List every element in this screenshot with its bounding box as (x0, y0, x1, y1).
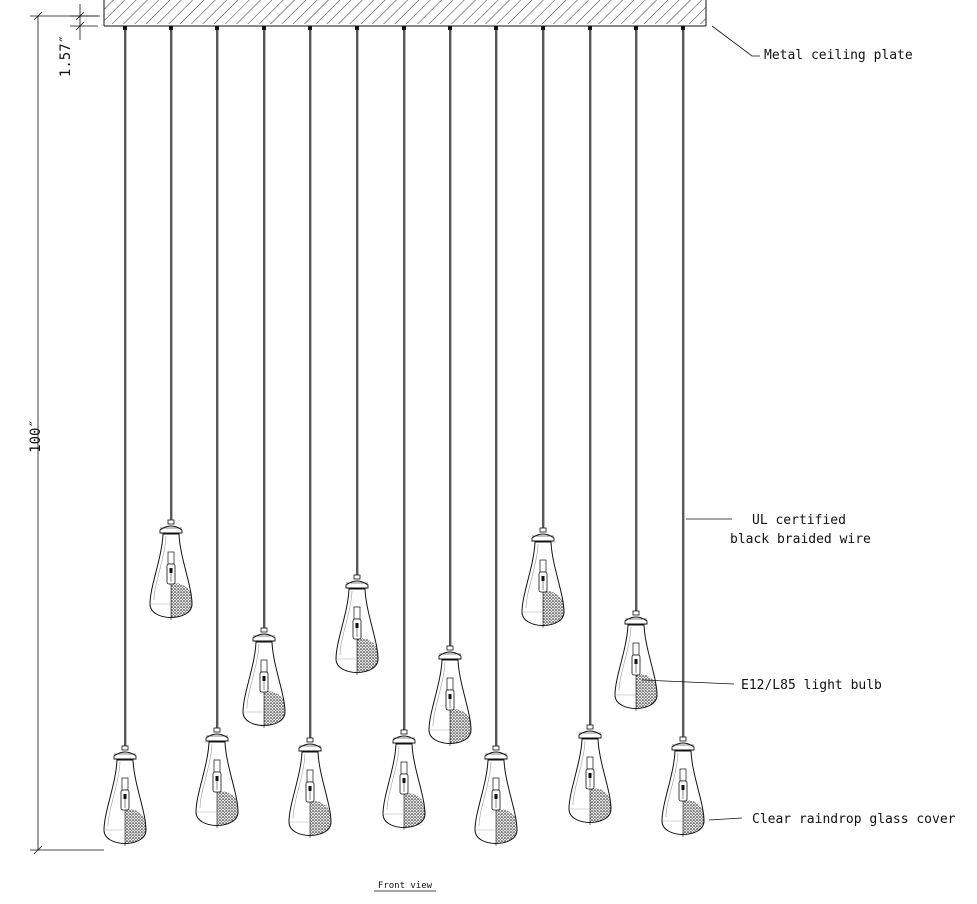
canopy (113, 751, 137, 760)
pendant (149, 26, 193, 620)
raindrop-glass (242, 641, 286, 726)
canopy (392, 735, 416, 744)
light-bulb (585, 756, 595, 790)
light-bulb (399, 761, 409, 795)
canopy (624, 616, 648, 625)
socket-cap (400, 729, 408, 735)
socket-cap (492, 745, 500, 751)
canopy (484, 751, 508, 760)
pendant (474, 26, 518, 846)
socket-cap (539, 527, 547, 533)
wire-label-line1: UL certified (752, 513, 846, 528)
canopy (298, 743, 322, 752)
pendant-group (103, 26, 705, 846)
socket-cap (632, 610, 640, 616)
pendant (195, 26, 239, 828)
light-bulb (305, 769, 315, 803)
light-bulb (631, 642, 641, 676)
pendant (335, 26, 379, 675)
plate-height-dimension: 1.57″ (58, 4, 98, 77)
bulb-callout: E12/L85 light bulb (641, 678, 882, 693)
light-bulb (259, 659, 269, 693)
light-bulb (166, 551, 176, 585)
canopy (438, 651, 462, 660)
raindrop-glass (382, 743, 426, 828)
raindrop-glass (195, 741, 239, 826)
canopy (252, 633, 276, 642)
ceiling-plate-label: Metal ceiling plate (764, 48, 913, 63)
ceiling-plate-callout: Metal ceiling plate (711, 25, 913, 63)
hanging-point (494, 26, 498, 30)
pendant (521, 26, 565, 628)
canopy (345, 580, 369, 589)
socket-cap (167, 519, 175, 525)
wire-callout: UL certified black braided wire (686, 513, 871, 547)
pendant (428, 26, 472, 746)
hanging-point (262, 26, 266, 30)
socket-cap (306, 737, 314, 743)
bulb-label: E12/L85 light bulb (741, 678, 882, 693)
hanging-point (402, 26, 406, 30)
pendant (568, 26, 612, 825)
raindrop-glass (614, 624, 658, 709)
socket-cap (586, 724, 594, 730)
light-bulb (538, 559, 548, 593)
light-bulb (678, 768, 688, 802)
canopy (531, 533, 555, 542)
socket-cap (446, 645, 454, 651)
raindrop-glass (103, 759, 147, 844)
total-drop-label: 100″ (28, 419, 44, 453)
hanging-point (123, 26, 127, 30)
light-bulb (352, 606, 362, 640)
raindrop-glass (149, 533, 193, 618)
raindrop-glass (288, 751, 332, 836)
raindrop-glass (335, 588, 379, 673)
canopy (578, 730, 602, 739)
pendant (288, 26, 332, 838)
view-caption: Front view (374, 881, 436, 892)
ceiling-plate (103, 0, 707, 27)
canopy (671, 742, 695, 751)
hanging-point (355, 26, 359, 30)
hanging-point (541, 26, 545, 30)
pendant (661, 26, 705, 837)
hanging-point (588, 26, 592, 30)
light-bulb (120, 777, 130, 811)
raindrop-glass (661, 750, 705, 835)
glass-label: Clear raindrop glass cover (752, 812, 956, 827)
socket-cap (353, 574, 361, 580)
total-drop-dimension: 100″ (28, 11, 104, 855)
light-bulb (445, 677, 455, 711)
hanging-point (448, 26, 452, 30)
caption-text: Front view (378, 881, 433, 891)
raindrop-glass (521, 541, 565, 626)
socket-cap (121, 745, 129, 751)
pendant (242, 26, 286, 728)
pendant (382, 26, 426, 830)
pendant (103, 26, 147, 846)
hanging-point (634, 26, 638, 30)
socket-cap (213, 727, 221, 733)
light-bulb (491, 777, 501, 811)
hanging-point (215, 26, 219, 30)
socket-cap (679, 736, 687, 742)
glass-callout: Clear raindrop glass cover (708, 812, 956, 827)
raindrop-glass (428, 659, 472, 744)
hanging-point (681, 26, 685, 30)
plate-height-label: 1.57″ (58, 35, 74, 77)
socket-cap (260, 627, 268, 633)
wire-label-line2: black braided wire (730, 532, 871, 547)
raindrop-glass (474, 759, 518, 844)
raindrop-glass (568, 738, 612, 823)
light-bulb (212, 759, 222, 793)
pendant (614, 26, 658, 711)
hanging-point (308, 26, 312, 30)
hanging-point (169, 26, 173, 30)
canopy (159, 525, 183, 534)
canopy (205, 733, 229, 742)
